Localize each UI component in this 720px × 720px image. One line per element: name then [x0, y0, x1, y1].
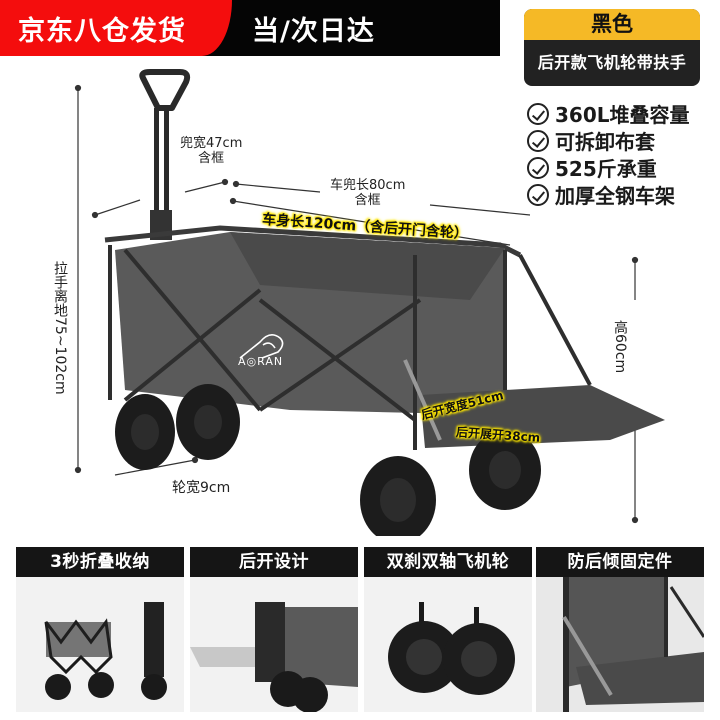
wagon-illustration	[74, 69, 665, 544]
basket-length-value: 车兜长80cm	[330, 178, 406, 193]
feature-text: 可拆卸布套	[555, 130, 655, 154]
basket-width-label: 兜宽47cm 含框	[180, 136, 242, 166]
wheel-width-label: 轮宽9cm	[172, 480, 231, 496]
variant-badge: 黑色 后开款飞机轮带扶手	[524, 9, 700, 86]
folded-wagon-image	[16, 577, 184, 712]
feature-list: 360L堆叠容量 可拆卸布套 525斤承重 加厚全钢车架	[527, 100, 690, 208]
feature-item: 360L堆叠容量	[527, 100, 690, 127]
feature-item: 525斤承重	[527, 154, 690, 181]
handle-height-label: 拉手离地75~102cm	[52, 261, 68, 395]
tile-anti-tilt: 防后倾固定件	[536, 547, 704, 712]
color-label: 黑色	[524, 9, 700, 40]
basket-width-value: 兜宽47cm	[180, 136, 243, 151]
shipping-banner: 京东八仓发货 当/次日达	[0, 0, 500, 56]
tile-title: 3秒折叠收纳	[16, 547, 184, 577]
tile-title: 后开设计	[190, 547, 358, 577]
product-image: 兜宽47cm 含框 车兜长80cm 含框 车身长120cm（含后开门含轮） 拉手…	[0, 56, 720, 544]
delivery-speed-text: 当/次日达	[252, 16, 375, 47]
tile-wheels: 双刹双轴飞机轮	[364, 547, 532, 712]
check-circle-icon	[527, 129, 549, 152]
tile-title: 双刹双轴飞机轮	[364, 547, 532, 577]
feature-item: 加厚全钢车架	[527, 181, 690, 208]
tile-fold: 3秒折叠收纳	[16, 547, 184, 712]
model-label: 后开款飞机轮带扶手	[537, 53, 687, 72]
brand-logo-text: A◎RAN	[238, 355, 284, 368]
tile-rear-open: 后开设计	[190, 547, 358, 712]
basket-width-note: 含框	[198, 151, 225, 166]
tile-title: 防后倾固定件	[536, 547, 704, 577]
height-label: 高60cm	[612, 320, 628, 374]
banner-red-section: 京东八仓发货	[0, 0, 232, 56]
anti-tilt-image	[536, 577, 704, 712]
check-circle-icon	[527, 102, 549, 125]
basket-length-label: 车兜长80cm 含框	[330, 178, 405, 208]
rear-open-image	[190, 577, 358, 712]
feature-text: 525斤承重	[555, 157, 657, 181]
check-circle-icon	[527, 156, 549, 179]
warehouse-shipping-text: 京东八仓发货	[18, 16, 186, 47]
feature-text: 360L堆叠容量	[555, 103, 690, 127]
bird-logo-icon	[239, 334, 284, 359]
check-circle-icon	[527, 183, 549, 206]
feature-item: 可拆卸布套	[527, 127, 690, 154]
feature-text: 加厚全钢车架	[555, 184, 675, 208]
basket-length-note: 含框	[354, 193, 381, 208]
wheels-image	[364, 577, 532, 712]
